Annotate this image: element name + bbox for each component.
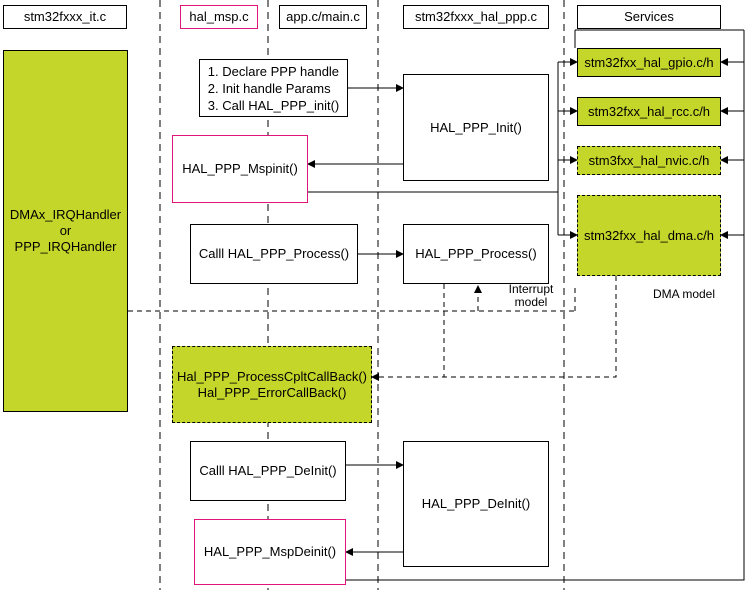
header-ppp-file: stm32fxxx_hal_ppp.c	[403, 5, 549, 29]
hal-ppp-deinit-box: HAL_PPP_DeInit()	[403, 441, 549, 567]
dma-model-label: DMA model	[653, 287, 716, 301]
hal-ppp-mspinit-box: HAL_PPP_Mspinit()	[172, 135, 308, 203]
line-mspdeinit-to-services	[346, 30, 745, 581]
header-msp-label: hal_msp.c	[189, 9, 249, 24]
call-deinit-box: Calll HAL_PPP_DeInit()	[190, 441, 346, 501]
dashed-dma-to-callbacks	[371, 276, 617, 381]
header-msp-file: hal_msp.c	[180, 5, 258, 29]
header-services-label: Services	[624, 9, 674, 24]
hal-ppp-process-label: HAL_PPP_Process()	[415, 246, 537, 261]
callbacks-label: Hal_PPP_ProcessCpltCallBack() Hal_PPP_Er…	[176, 368, 367, 400]
init-steps-label: 1. Declare PPP handle 2. Init handle Par…	[207, 63, 340, 113]
hal-ppp-mspdeinit-box: HAL_PPP_MspDeinit()	[194, 519, 346, 585]
hal-ppp-init-label: HAL_PPP_Init()	[430, 119, 522, 135]
callbacks-box: Hal_PPP_ProcessCpltCallBack() Hal_PPP_Er…	[172, 346, 372, 423]
hal-ppp-process-box: HAL_PPP_Process()	[403, 224, 549, 284]
nvic-service-label: stm3fxx_hal_nvic.c/h	[588, 152, 710, 168]
dashed-connectors	[128, 276, 617, 381]
header-ppp-label: stm32fxxx_hal_ppp.c	[414, 9, 538, 24]
gpio-service-label: stm32fxx_hal_gpio.c/h	[584, 54, 714, 70]
hal-ppp-init-box: HAL_PPP_Init()	[403, 74, 549, 181]
solid-connectors	[307, 29, 745, 581]
rcc-service-label: stm32fxx_hal_rcc.c/h	[587, 103, 711, 119]
header-main-file: app.c/main.c	[279, 5, 367, 29]
gpio-service-box: stm32fxx_hal_gpio.c/h	[577, 48, 721, 77]
interrupt-model-label: Interrupt model	[508, 282, 554, 309]
header-it-label: stm32fxxx_it.c	[23, 9, 107, 24]
rcc-service-box: stm32fxx_hal_rcc.c/h	[577, 97, 721, 126]
hal-ppp-deinit-label: HAL_PPP_DeInit()	[421, 496, 531, 511]
nvic-service-box: stm3fxx_hal_nvic.c/h	[577, 146, 721, 175]
dma-service-label: stm32fxx_hal_dma.c/h	[583, 227, 715, 243]
call-process-label: Calll HAL_PPP_Process()	[198, 246, 350, 261]
hal-ppp-mspinit-label: HAL_PPP_Mspinit()	[182, 161, 298, 176]
hal-ppp-mspdeinit-label: HAL_PPP_MspDeinit()	[203, 544, 337, 559]
call-process-box: Calll HAL_PPP_Process()	[190, 224, 358, 284]
irq-handler-label: DMAx_IRQHandler or PPP_IRQHandler	[9, 207, 122, 254]
header-main-label: app.c/main.c	[286, 9, 360, 24]
header-it-file: stm32fxxx_it.c	[3, 5, 127, 29]
dma-service-box: stm32fxx_hal_dma.c/h	[577, 195, 721, 276]
init-steps-box: 1. Declare PPP handle 2. Init handle Par…	[199, 59, 348, 117]
header-services: Services	[577, 5, 721, 29]
call-deinit-label: Calll HAL_PPP_DeInit()	[199, 463, 337, 478]
irq-handler-box: DMAx_IRQHandler or PPP_IRQHandler	[3, 50, 128, 412]
